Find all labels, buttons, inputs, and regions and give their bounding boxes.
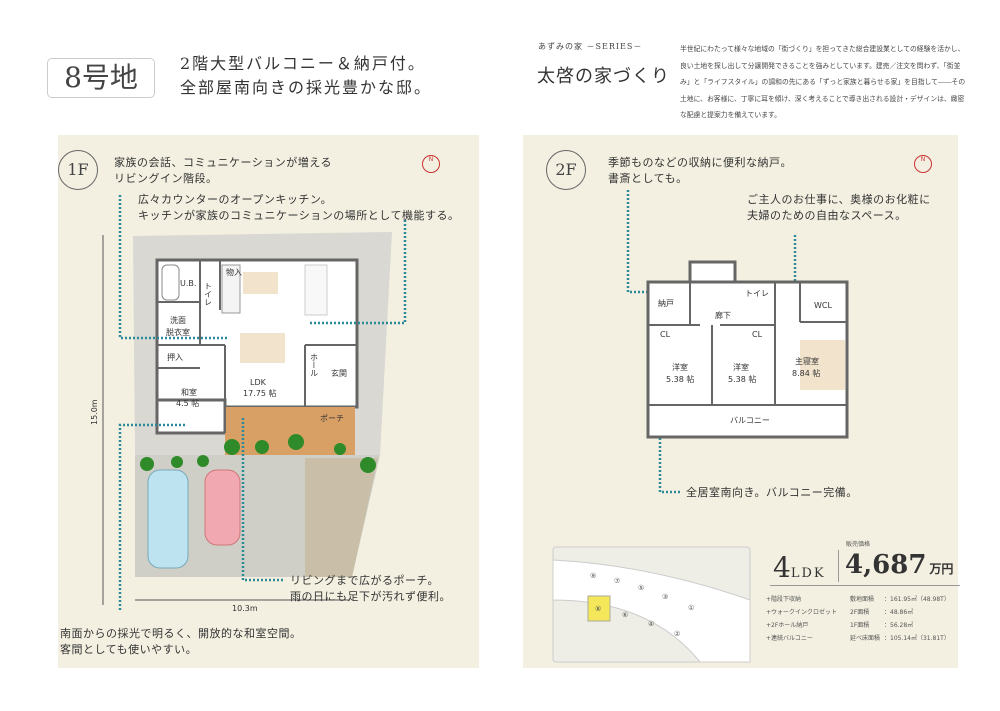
price-label: 販売価格 — [846, 541, 871, 548]
brand-title: 太啓の家づくり — [537, 66, 670, 87]
headline-line-2: 全部屋南向きの採光豊かな邸。 — [180, 78, 433, 97]
dining-table — [243, 272, 278, 294]
area-row: 敷地面積：161.95㎡（48.98T） — [850, 596, 950, 603]
room-porch: ポーチ — [320, 414, 344, 423]
room-western-2: 洋室 — [733, 362, 749, 372]
headline: 2階大型バルコニー＆納戸付。 全部屋南向きの採光豊かな邸。 — [180, 52, 432, 100]
trees — [140, 434, 376, 473]
divider-h — [770, 585, 960, 586]
room-ldk: LDK — [250, 378, 267, 387]
washitsu-wall — [155, 398, 227, 435]
floor1-walls — [157, 260, 357, 433]
feature-item: +ウォークインクロゼット — [766, 609, 838, 616]
room-entrance: 玄関 — [331, 368, 347, 378]
dimension-15m: 15.0m — [90, 399, 99, 425]
room-western-1-size: 5.38 帖 — [666, 374, 694, 384]
area-row: 1F面積：56.28㎡ — [850, 622, 914, 629]
room-master: 主寝室 — [795, 356, 819, 366]
garden-area — [305, 458, 378, 577]
room-master-size: 8.84 帖 — [792, 368, 820, 378]
floor2-badge: 2F — [546, 150, 586, 190]
floor2-note-space: ご主人のお仕事に、奥様のお化粧に 夫婦のための自由なスペース。 — [747, 193, 931, 222]
series-label: あずみの家 －SERIES－ — [538, 42, 643, 51]
room-corridor: 廊下 — [715, 310, 731, 320]
lot-8: ⑧ — [595, 605, 601, 613]
room-closet: 押入 — [167, 352, 183, 362]
layout-label: LDK — [790, 566, 826, 581]
headline-line-1: 2階大型バルコニー＆納戸付。 — [180, 54, 426, 73]
dimension-10m: 10.3m — [232, 604, 258, 613]
car-pink — [204, 469, 241, 546]
room-dressing: 脱衣室 — [166, 327, 190, 337]
room-hall: ホール — [310, 353, 319, 377]
room-western-1: 洋室 — [672, 362, 688, 372]
room-balcony: バルコニー — [730, 416, 770, 425]
floor1-badge: 1F — [58, 150, 98, 190]
lot-3: ③ — [662, 593, 668, 601]
bed — [800, 340, 845, 390]
lot-4: ④ — [648, 620, 654, 628]
area-row: 延べ床面積：105.14㎡（31.81T） — [850, 635, 950, 642]
lot-2: ② — [674, 630, 680, 638]
floor1-note-kitchen: 広々カウンターのオープンキッチン。 キッチンが家族のコミュニケーションの場所とし… — [138, 193, 460, 222]
room-cl-2: CL — [752, 330, 763, 339]
room-western-2-size: 5.38 帖 — [728, 374, 756, 384]
ldk-size: 17.75 帖 — [243, 388, 276, 398]
area-row: 2F面積：48.86㎡ — [850, 609, 914, 616]
floor2-note-nando: 季節ものなどの収納に便利な納戸。 書斎としても。 — [608, 156, 792, 185]
lot-1: ① — [688, 604, 694, 612]
floor1-note-stairs: 家族の会話、コミュニケーションが増える リビングイン階段。 — [114, 156, 332, 185]
selected-lot — [587, 595, 611, 622]
divider — [838, 550, 839, 582]
compass-icon-2f: N — [914, 155, 932, 173]
site-map-lots: ⑨ ⑦ ⑤ ③ ① ⑧ ⑥ ④ ② — [587, 572, 694, 638]
feature-list: +階段下収納 +ウォークインクロゼット +2Fホール納戸 +連続バルコニー — [766, 593, 844, 645]
layout-number: 4 — [773, 551, 791, 584]
stairs — [221, 264, 241, 314]
room-toilet-2f: トイレ — [745, 289, 769, 298]
washitsu-size: 4.5 帖 — [176, 398, 199, 408]
room-nando: 納戸 — [658, 298, 674, 308]
room-cl-1: CL — [660, 330, 671, 339]
compass-icon: N — [422, 155, 440, 173]
feature-item: +階段下収納 — [766, 596, 802, 603]
sofa — [240, 333, 285, 363]
bathtub — [161, 264, 180, 301]
layout-type: 4LDK — [773, 553, 826, 589]
floor1-note-porch: リビングまで広がるポーチ。 雨の日にも足下が汚れず便利。 — [290, 574, 451, 603]
room-toilet: トイレ — [204, 282, 213, 306]
lot-6: ⑥ — [622, 611, 628, 619]
floor2-note-balcony: 全居室南向き。バルコニー完備。 — [686, 486, 858, 499]
lot-7: ⑦ — [614, 577, 620, 585]
lot-9: ⑨ — [590, 572, 596, 580]
price-value: 4,687 — [845, 550, 927, 580]
floor1-note-washitsu: 南面からの採光で明るく、開放的な和室空間。 客間としても使いやすい。 — [60, 627, 302, 656]
room-washitsu: 和室 — [181, 387, 197, 397]
room-ub: U.B. — [180, 279, 196, 288]
room-washroom: 洗面 — [170, 315, 186, 325]
price-unit: 万円 — [929, 562, 954, 576]
floor2-walls — [648, 282, 847, 406]
car-blue — [147, 469, 189, 569]
kitchen-counter — [304, 264, 328, 316]
intro-text: 半世紀にわたって様々な地域の「街づくり」を担ってきた総合建設業としての経験を活か… — [680, 45, 966, 119]
feature-item: +連続バルコニー — [766, 635, 813, 642]
feature-item: +2Fホール納戸 — [766, 622, 809, 629]
room-storage: 物入 — [226, 267, 242, 277]
area-list: 敷地面積：161.95㎡（48.98T） 2F面積：48.86㎡ 1F面積：56… — [850, 593, 950, 645]
room-wcl: WCL — [814, 301, 832, 310]
lot-5: ⑤ — [638, 584, 644, 592]
lot-number: 8号地 — [47, 58, 155, 98]
